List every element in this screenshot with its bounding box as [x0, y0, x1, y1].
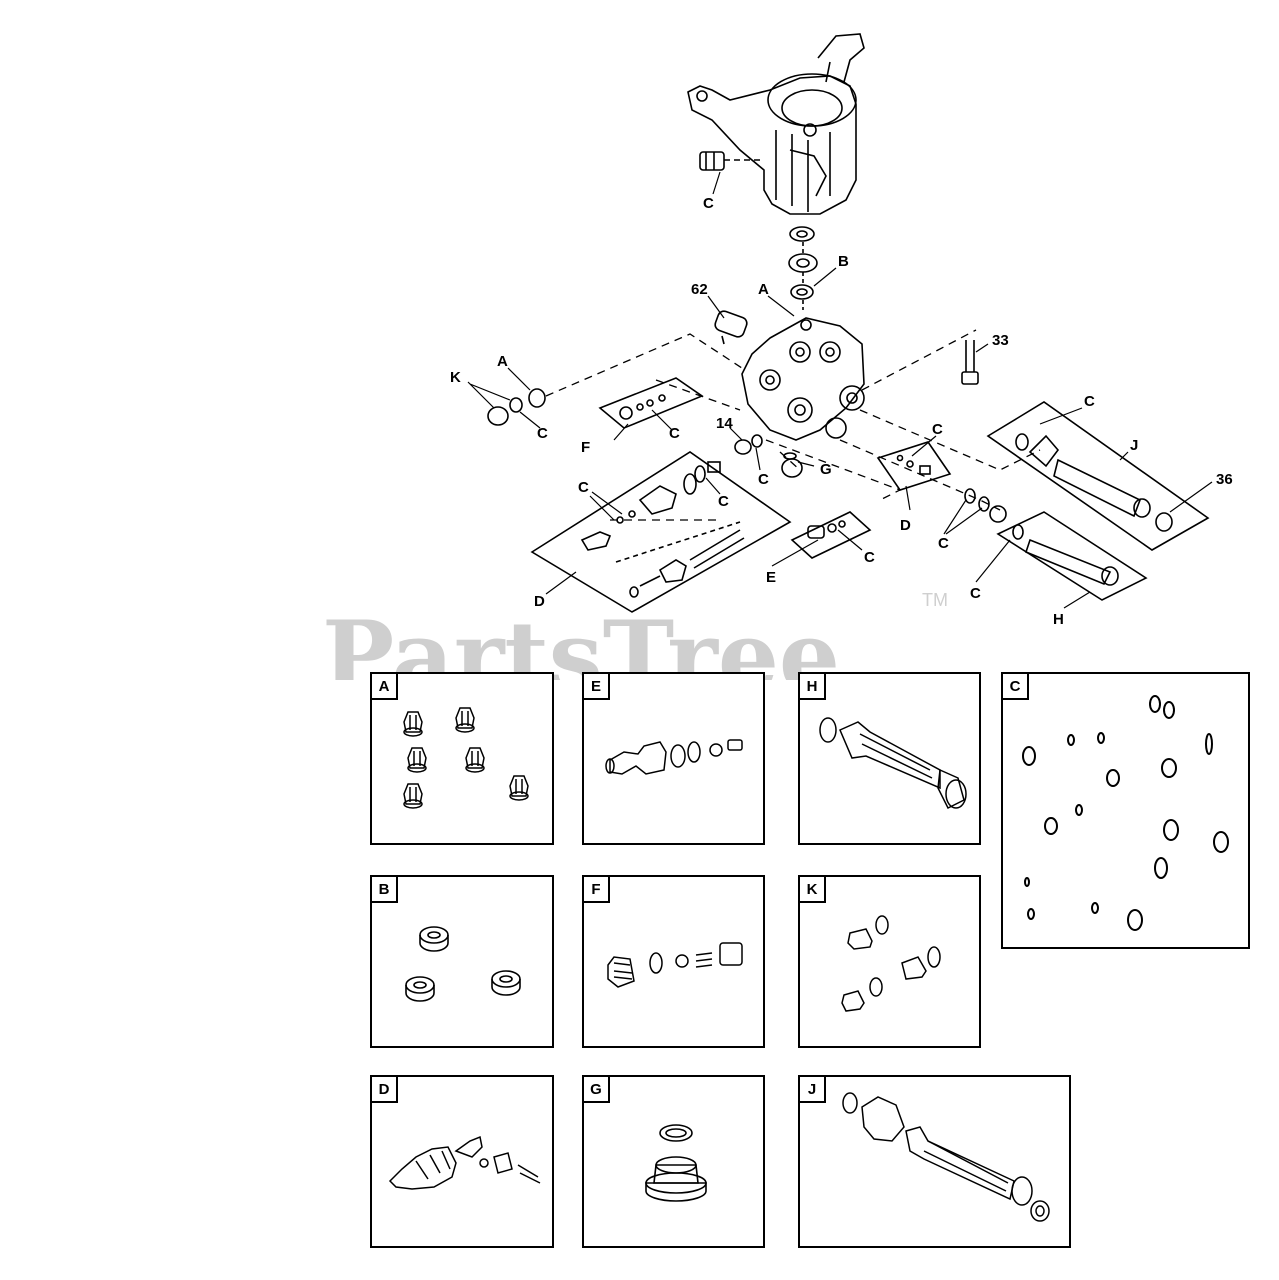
- kit-h-parts: [819, 717, 967, 810]
- kit-j-outline: [986, 401, 1210, 551]
- callout-c-d2: C: [718, 493, 729, 510]
- callout-62: 62: [691, 281, 708, 298]
- kit-panel-a: A: [370, 672, 554, 845]
- callout-c-d1: C: [578, 479, 589, 496]
- callout-j: J: [1130, 437, 1138, 454]
- plunger-seal: [699, 151, 764, 171]
- fitting-14: [734, 434, 803, 478]
- pump-housing: [687, 33, 865, 215]
- seal-stack: [788, 226, 818, 310]
- callout-33: 33: [992, 332, 1009, 349]
- watermark-trademark: TM: [922, 590, 948, 610]
- kit-h-outline: [996, 511, 1148, 601]
- kit-label: K: [800, 877, 826, 903]
- kit-panel-g: G: [582, 1075, 765, 1248]
- callout-g: G: [820, 461, 832, 478]
- callout-f: F: [581, 439, 590, 456]
- kit-c-parts: [1022, 695, 1229, 931]
- callout-b: B: [838, 253, 849, 270]
- callout-c-j: C: [1084, 393, 1095, 410]
- exploded-view: PartsTree TM: [322, 33, 1233, 680]
- kit-panel-b: B: [370, 875, 554, 1048]
- kit-label: E: [584, 674, 610, 700]
- manifold: [741, 317, 865, 441]
- kit-d-mid-outline: [876, 441, 952, 491]
- kit-label: C: [1003, 674, 1029, 700]
- callout-d-mid: D: [900, 517, 911, 534]
- kit-g-parts: [645, 1124, 707, 1202]
- kit-j-parts: [842, 1092, 1050, 1222]
- kit-panel-c: C: [1001, 672, 1250, 949]
- kit-f-outline: [598, 377, 704, 429]
- callout-c-h: C: [970, 585, 981, 602]
- kit-label: D: [372, 1077, 398, 1103]
- callout-c-pair: C: [938, 535, 949, 552]
- oring-pair: [964, 488, 1007, 523]
- callout-c-left: C: [537, 425, 548, 442]
- watermark-text: PartsTree: [322, 600, 840, 680]
- callout-c-14: C: [758, 471, 769, 488]
- kit-panel-f: F: [582, 875, 765, 1048]
- kit-label: B: [372, 877, 398, 903]
- callout-k: K: [450, 369, 461, 386]
- kit-panel-k: K: [798, 875, 981, 1048]
- callout-c-f: C: [669, 425, 680, 442]
- leader-lines: [545, 329, 1041, 521]
- callout-e: E: [766, 569, 776, 586]
- callout-h: H: [1053, 611, 1064, 628]
- unloader-valve: [714, 310, 748, 345]
- kit-panel-h: H: [798, 672, 981, 845]
- kit-e-outline: [790, 511, 872, 559]
- kit-label: G: [584, 1077, 610, 1103]
- bolt: [961, 340, 979, 385]
- kit-label: J: [800, 1077, 826, 1103]
- kit-label: F: [584, 877, 610, 903]
- callout-c-top: C: [703, 195, 714, 212]
- kit-panel-e: E: [582, 672, 765, 845]
- kit-b-parts: [405, 926, 521, 1002]
- callout-leaders: [467, 171, 1213, 609]
- callout-c-e: C: [864, 549, 875, 566]
- kit-panel-d: D: [370, 1075, 554, 1248]
- kit-a-parts: [403, 707, 529, 809]
- callout-d-left: D: [534, 593, 545, 610]
- callout-a-left: A: [497, 353, 508, 370]
- callout-c-mid: C: [932, 421, 943, 438]
- kit-label: H: [800, 674, 826, 700]
- kit-k-parts: [841, 915, 941, 1012]
- kit-d-outline: [530, 451, 792, 613]
- kit-label: A: [372, 674, 398, 700]
- callout-14: 14: [716, 415, 733, 432]
- plug-k: [487, 388, 546, 426]
- kit-panel-j: J: [798, 1075, 1071, 1248]
- callout-a-top: A: [758, 281, 769, 298]
- callout-36: 36: [1216, 471, 1233, 488]
- kit-d-parts: [388, 1135, 541, 1190]
- kit-f-parts: [607, 942, 743, 988]
- kit-e-parts: [605, 739, 743, 775]
